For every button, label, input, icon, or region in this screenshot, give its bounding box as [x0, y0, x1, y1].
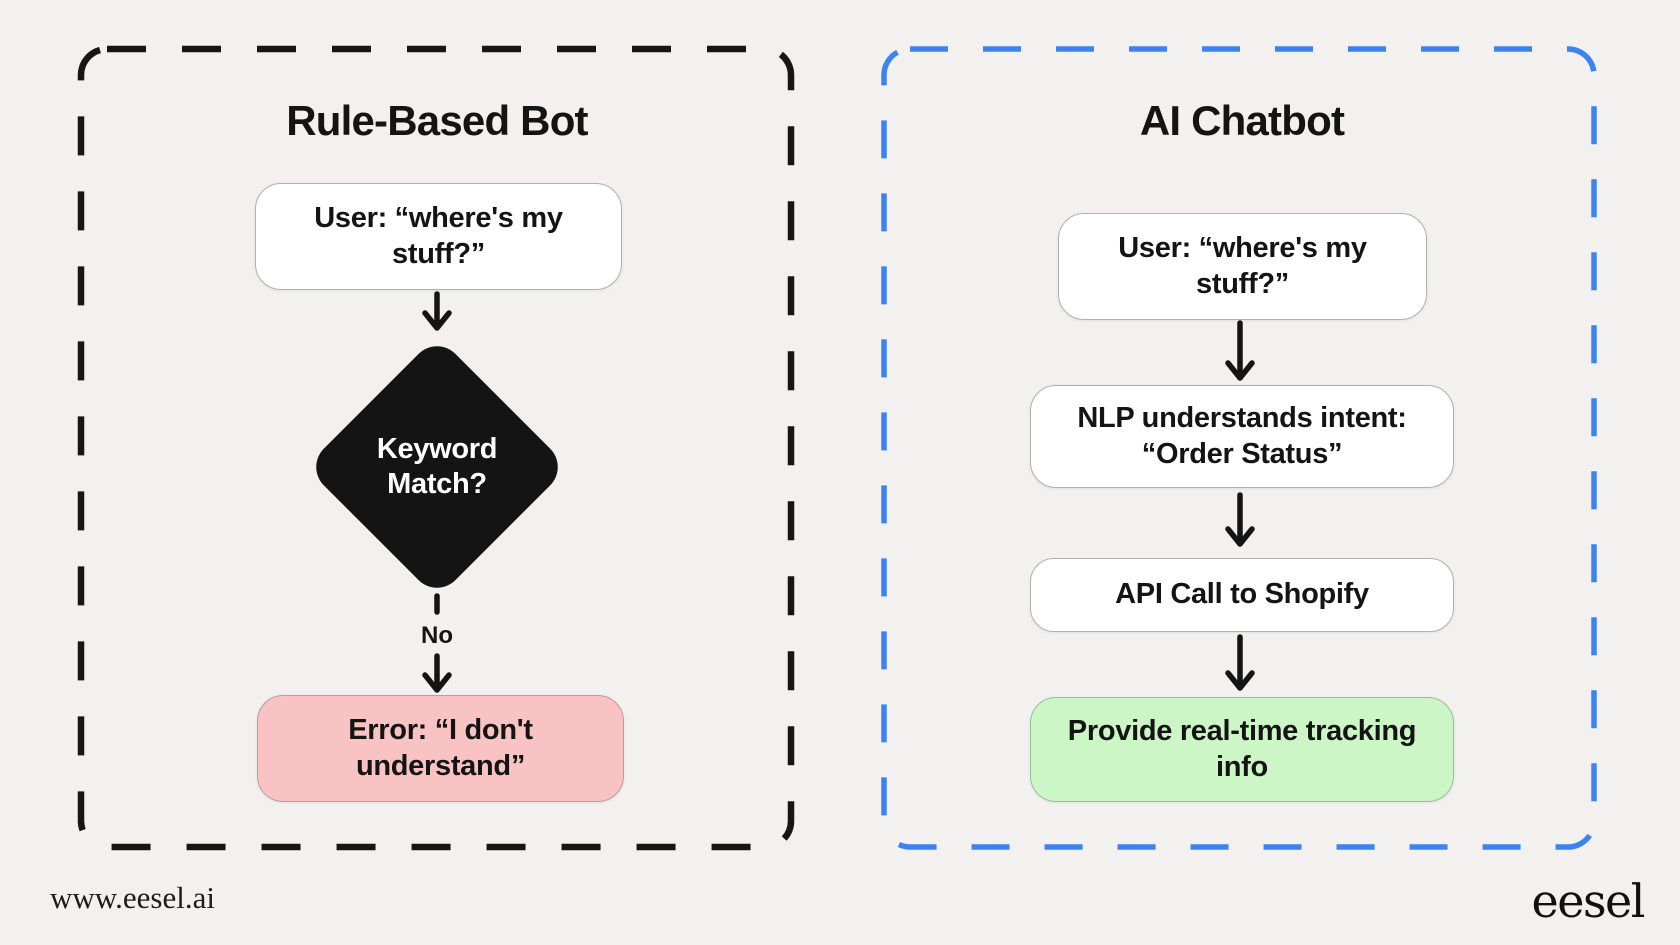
nlp-intent-box: NLP understands intent: “Order Status”: [1030, 385, 1454, 488]
user-message-box-right: User: “where's my stuff?”: [1058, 213, 1427, 320]
user-message-box-left: User: “where's my stuff?”: [255, 183, 622, 290]
footer-url: www.eesel.ai: [50, 880, 215, 915]
keyword-match-diamond: Keyword Match?: [305, 335, 569, 599]
tracking-result-box: Provide real-time tracking info: [1030, 697, 1454, 802]
no-branch-label: No: [421, 622, 453, 649]
down-arrow-icon: [1225, 634, 1255, 691]
right-panel-title: AI Chatbot: [1139, 97, 1345, 144]
diamond-label: Keyword Match?: [376, 432, 498, 500]
left-panel-title: Rule-Based Bot: [286, 97, 588, 144]
api-call-box: API Call to Shopify: [1030, 558, 1454, 632]
right-panel-border: [881, 46, 1597, 850]
brand-wordmark: eesel: [1531, 874, 1646, 928]
down-arrow-icon: [1225, 320, 1255, 381]
down-arrow-icon: [422, 653, 452, 693]
left-panel-border: [77, 45, 795, 851]
error-response-box: Error: “I don't understand”: [257, 695, 624, 802]
down-arrow-icon: [422, 291, 452, 331]
down-arrow-icon: [1225, 492, 1255, 547]
